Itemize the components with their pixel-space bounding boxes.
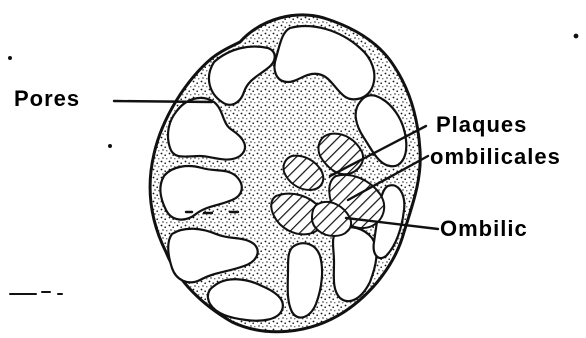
label-pores: Pores [14,88,80,110]
pores-leader [114,101,212,102]
label-ombilic: Ombilic [440,218,528,240]
label-ombilicales: ombilicales [430,146,561,168]
label-plaques: Plaques [436,114,527,136]
